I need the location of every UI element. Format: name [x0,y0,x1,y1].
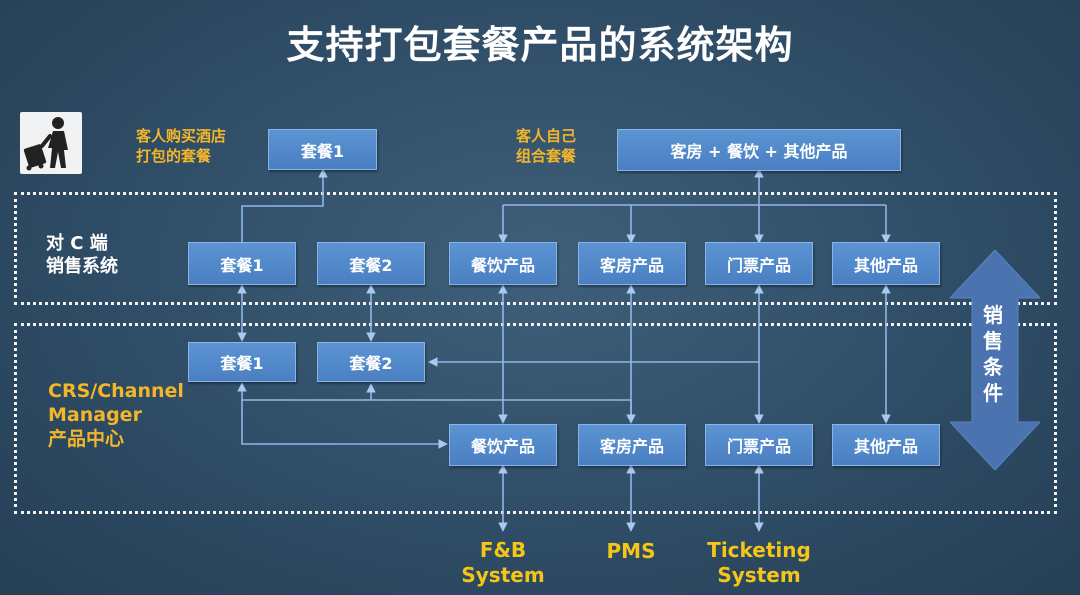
crs-label-line3: 产品中心 [48,427,125,450]
to-c-sales-zone [14,192,1057,305]
crs-package2-box: 套餐2 [317,342,425,382]
traveler-with-luggage-icon [20,112,82,174]
crs-other-product-box: 其他产品 [832,424,940,466]
to-c-sales-label-line2: 销售系统 [46,256,118,278]
connector-pkg1-fb [241,400,448,449]
crs-room-product-box: 客房产品 [578,424,686,466]
ticketing-system-label-line2: System [717,563,801,587]
self-combo-label-line1: 客人自己 [516,127,577,145]
top-package1-box: 套餐1 [268,129,377,170]
ticketing-system-label-line1: Ticketing [707,538,811,562]
crs-label-line2: Manager [48,403,142,426]
sales-condition-double-arrow [950,250,1040,470]
crs-label: CRS/Channel Manager 产品中心 [48,380,184,451]
self-combo-label-line2: 组合套餐 [516,146,577,165]
crs-ticket-product-box: 门票产品 [705,424,813,466]
to-c-sales-label-line1: 对 C 端 [46,233,108,254]
crs-fb-product-box: 餐饮产品 [449,424,557,466]
sales-condition-char: 销 [983,303,1003,327]
crs-package1-box: 套餐1 [188,342,296,382]
sales-condition-char: 件 [983,381,1003,405]
crs-label-line1: CRS/Channel [48,380,184,402]
sales-condition-label: 销 售 条 件 [973,302,1013,406]
crs-product-center-zone [14,323,1057,514]
c-room-product-box: 客房产品 [578,242,686,285]
self-combo-label: 客人自己 组合套餐 [516,127,576,166]
to-c-sales-label: 对 C 端 销售系统 [46,232,118,279]
pms-label: PMS [606,539,656,563]
sales-condition-char: 条 [983,355,1003,379]
fb-system-label-line2: System [461,563,545,587]
top-combo-box: 客房 + 餐饮 + 其他产品 [617,129,901,171]
c-package2-box: 套餐2 [317,242,425,285]
c-package1-box: 套餐1 [188,242,296,285]
hotel-package-label-line2: 打包的套餐 [136,146,212,165]
connector-top-pkg1 [241,168,328,242]
page-title: 支持打包套餐产品的系统架构 [286,23,794,67]
sales-condition-char: 售 [983,329,1003,353]
c-other-product-box: 其他产品 [832,242,940,285]
fb-system-label-line1: F&B [479,538,527,562]
hotel-package-label-line1: 客人购买酒店 [136,127,227,145]
hotel-package-label: 客人购买酒店 打包的套餐 [136,127,226,166]
ticketing-system-label: Ticketing System [699,538,819,588]
c-ticket-product-box: 门票产品 [705,242,813,285]
c-fb-product-box: 餐饮产品 [449,242,557,285]
fb-system-label: F&B System [453,538,553,588]
connector-pkg1-room [237,382,636,424]
